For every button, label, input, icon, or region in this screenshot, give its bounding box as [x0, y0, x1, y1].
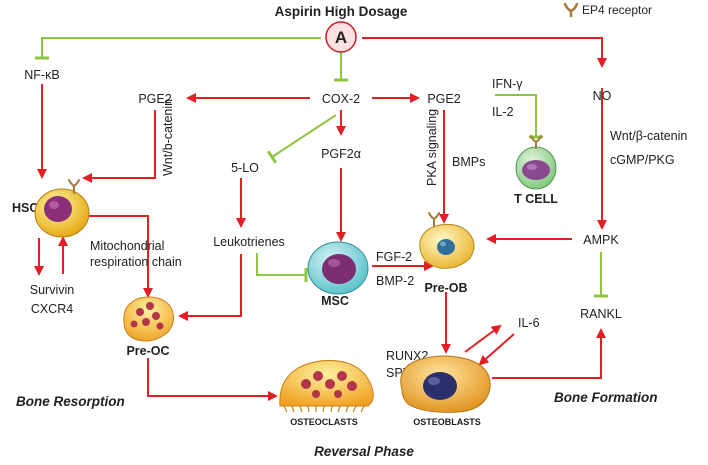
- osteoclast-cell-icon: [279, 360, 374, 413]
- il2-label: IL-2: [492, 105, 514, 119]
- osteoblasts-label: OSTEOBLASTS: [413, 417, 481, 427]
- legend-label: EP4 receptor: [582, 3, 652, 17]
- nfkb-label: NF-κB: [24, 68, 59, 82]
- ampk-label: AMPK: [583, 233, 619, 247]
- msc-label: MSC: [321, 294, 349, 308]
- aspirin-symbol: A: [325, 21, 357, 53]
- survivin-label: Survivin: [30, 283, 75, 297]
- cox2-label: COX-2: [322, 92, 360, 106]
- 5lo-label: 5-LO: [231, 161, 259, 175]
- preob-label: Pre-OB: [424, 281, 467, 295]
- rankl-label: RANKL: [580, 307, 622, 321]
- hsc-cell-icon: [34, 179, 90, 238]
- il6-label: IL-6: [518, 316, 540, 330]
- il6-to-osteoblasts: [478, 333, 515, 366]
- pgf2a-label: PGF2α: [321, 147, 361, 161]
- osteoblasts-to-rankl: [492, 328, 606, 379]
- connectors: [34, 37, 608, 401]
- msc-cell-icon: [307, 241, 369, 295]
- preoc-label: Pre-OC: [126, 344, 169, 358]
- bmp2-label: BMP-2: [376, 274, 414, 288]
- osteoblast-cell-icon: [400, 355, 491, 413]
- no-label: NO: [593, 89, 612, 103]
- aspirin-inhibits-nfkb: [35, 37, 321, 60]
- reversal-phase-label: Reversal Phase: [314, 444, 414, 459]
- bmps-label: BMPs: [452, 155, 485, 169]
- osteoclasts-label: OSTEOCLASTS: [290, 417, 358, 427]
- cgmp-label: cGMP/PKG: [610, 153, 675, 167]
- pge2-left-label: PGE2: [138, 92, 171, 106]
- preob-cell-icon: [419, 212, 475, 269]
- tcell-icon: [515, 135, 557, 190]
- bone-formation-label: Bone Formation: [554, 390, 658, 405]
- svg-text:A: A: [335, 28, 347, 47]
- cox2-inhibits-5lo: [266, 114, 337, 164]
- wnt-beta-catenin-label: Wnt/β-catenin: [610, 129, 687, 143]
- cxcr4-label: CXCR4: [31, 302, 73, 316]
- pka-signaling-label: PKA signaling: [425, 109, 439, 186]
- hsc-to-preoc: [88, 215, 153, 298]
- tcell-label: T CELL: [514, 192, 558, 206]
- leukotrienes-inhibit-msc: [256, 253, 308, 282]
- aspirin-to-no: [362, 37, 607, 68]
- pge2-right-label: PGE2: [427, 92, 460, 106]
- pge2-to-hsc: [82, 110, 156, 183]
- preoc-to-osteoclasts: [147, 358, 278, 401]
- mitochondrial-label: Mitochondrial respiration chain: [90, 239, 182, 269]
- bone-resorption-label: Bone Resorption: [16, 394, 125, 409]
- ifn-inhibits-tcell: [495, 94, 543, 139]
- wnt-b-catenin-label: Wnt/b-catenin: [161, 99, 175, 176]
- fgf2-label: FGF-2: [376, 250, 412, 264]
- diagram-title: Aspirin High Dosage: [275, 4, 408, 19]
- leukotrienes-label: Leukotrienes: [213, 235, 285, 249]
- ep4-receptor-icon: [563, 2, 579, 18]
- runx2-label: RUNX2: [386, 349, 428, 363]
- preoc-cell-icon: [123, 296, 174, 342]
- ifn-label: IFN-γ: [492, 77, 523, 91]
- hsc-label: HSC: [12, 201, 38, 215]
- osteoblasts-to-il6: [464, 324, 502, 353]
- leukotrienes-to-preoc: [178, 254, 242, 321]
